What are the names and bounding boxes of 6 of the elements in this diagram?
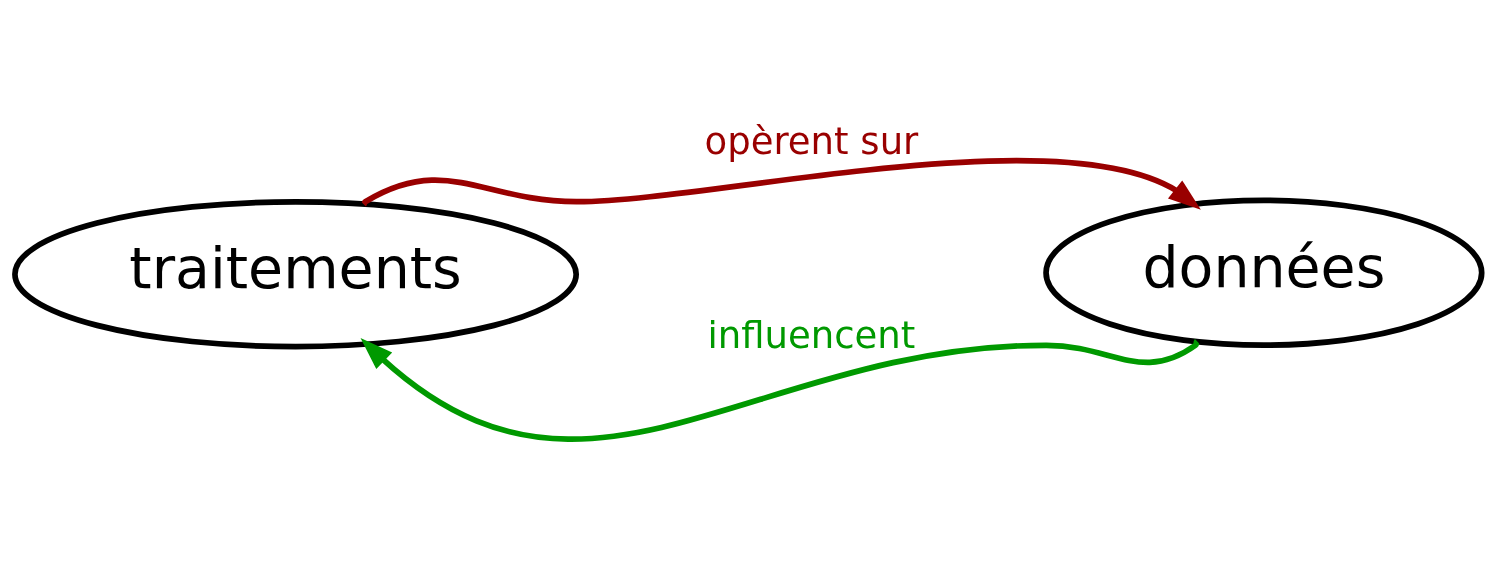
- arrow: [360, 337, 1200, 442]
- node-ellipse: données: [1043, 197, 1485, 348]
- edge-label: opèrent sur: [704, 119, 919, 163]
- edge-label: influencent: [707, 313, 916, 357]
- node-ellipse: traitements: [12, 198, 579, 349]
- arrow: [362, 157, 1201, 210]
